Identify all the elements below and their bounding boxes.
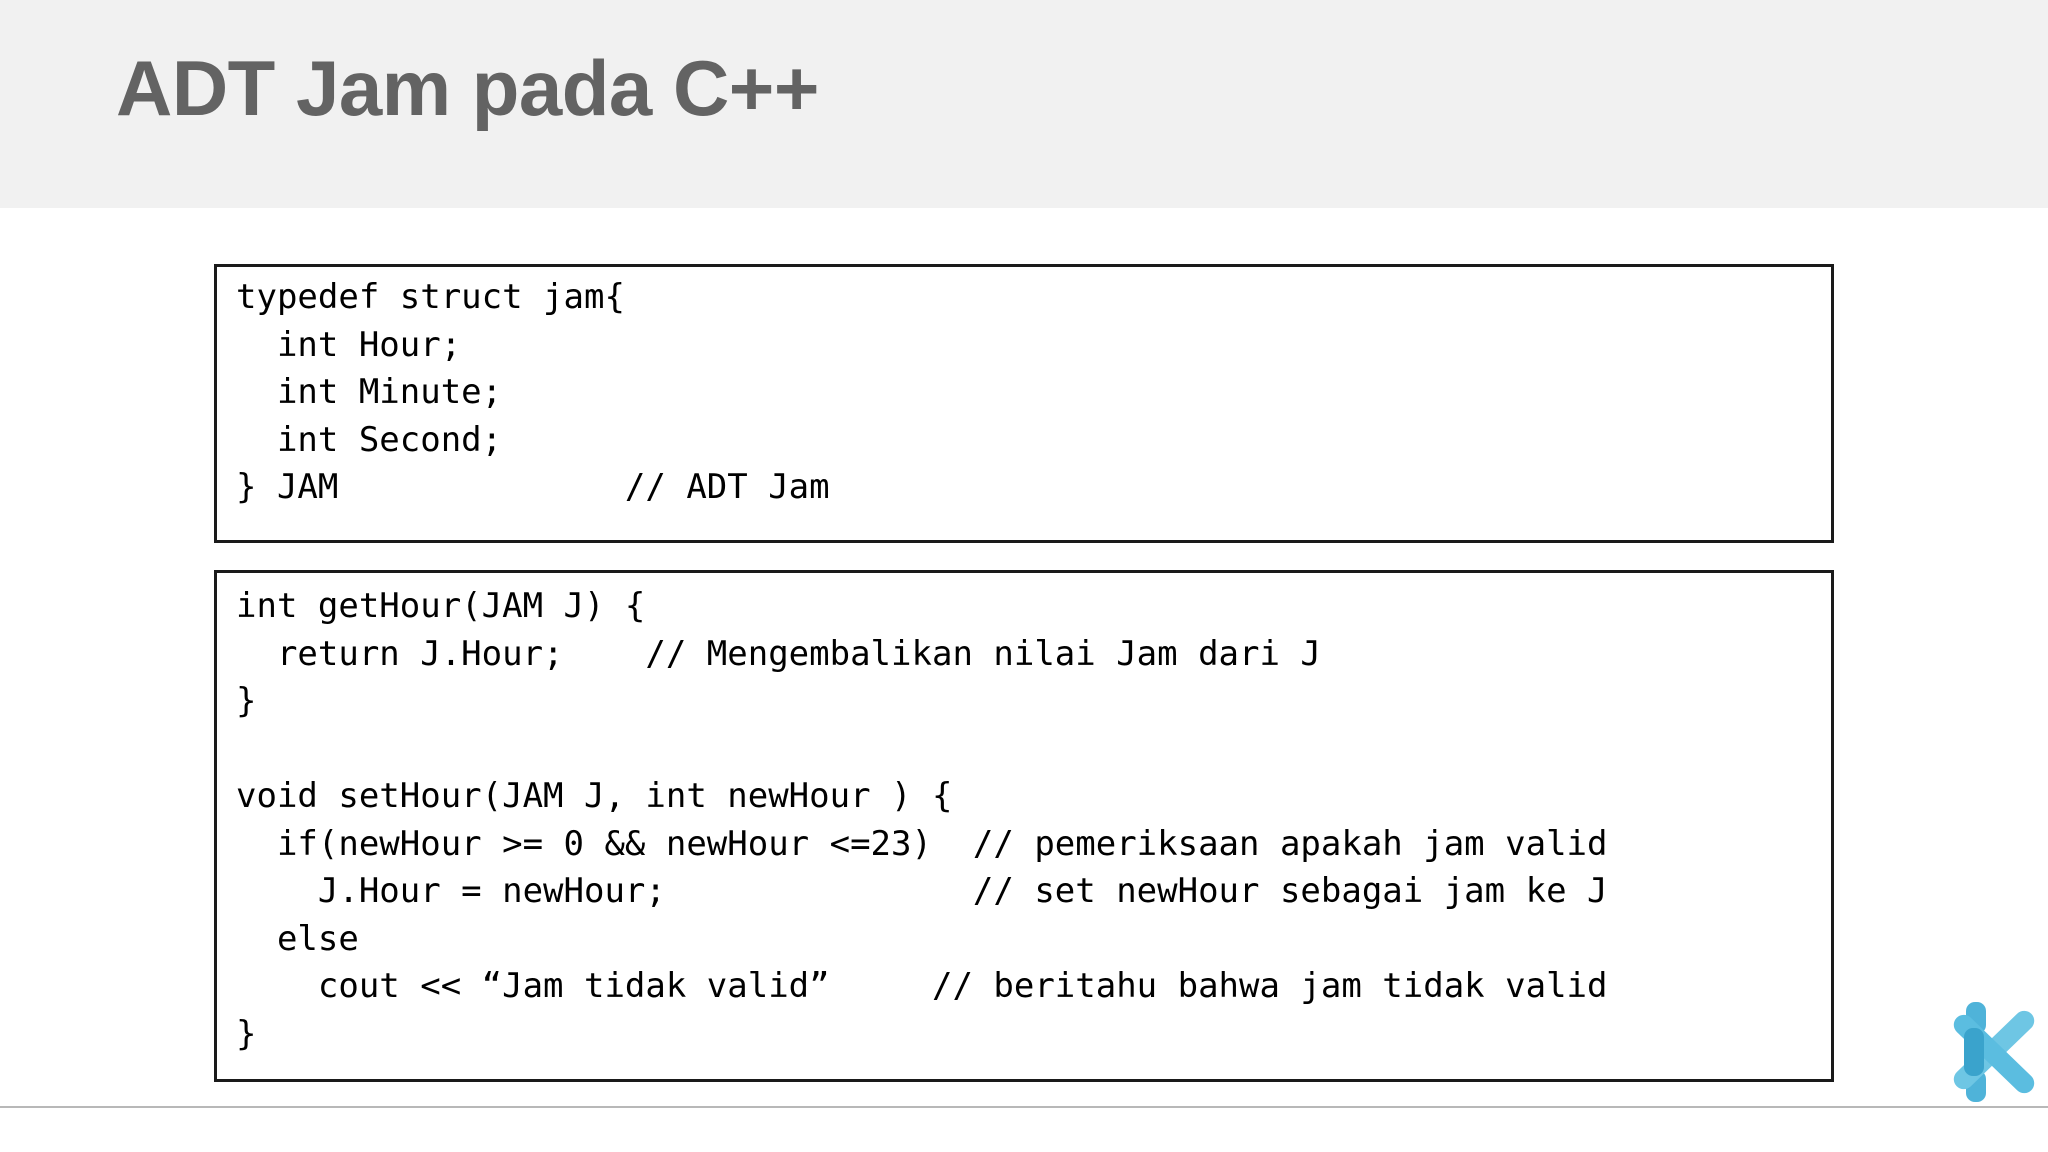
k-logo [1948, 998, 2048, 1106]
code-text: typedef struct jam{ int Hour; int Minute… [236, 277, 830, 507]
page-title: ADT Jam pada C++ [116, 44, 819, 132]
footer-divider [0, 1106, 2048, 1108]
slide-header-band [0, 0, 2048, 208]
code-block-struct-definition: typedef struct jam{ int Hour; int Minute… [214, 264, 1834, 543]
code-text: int getHour(JAM J) { return J.Hour; // M… [236, 586, 1608, 1054]
code-block-accessor-mutator-functions: int getHour(JAM J) { return J.Hour; // M… [214, 570, 1834, 1082]
